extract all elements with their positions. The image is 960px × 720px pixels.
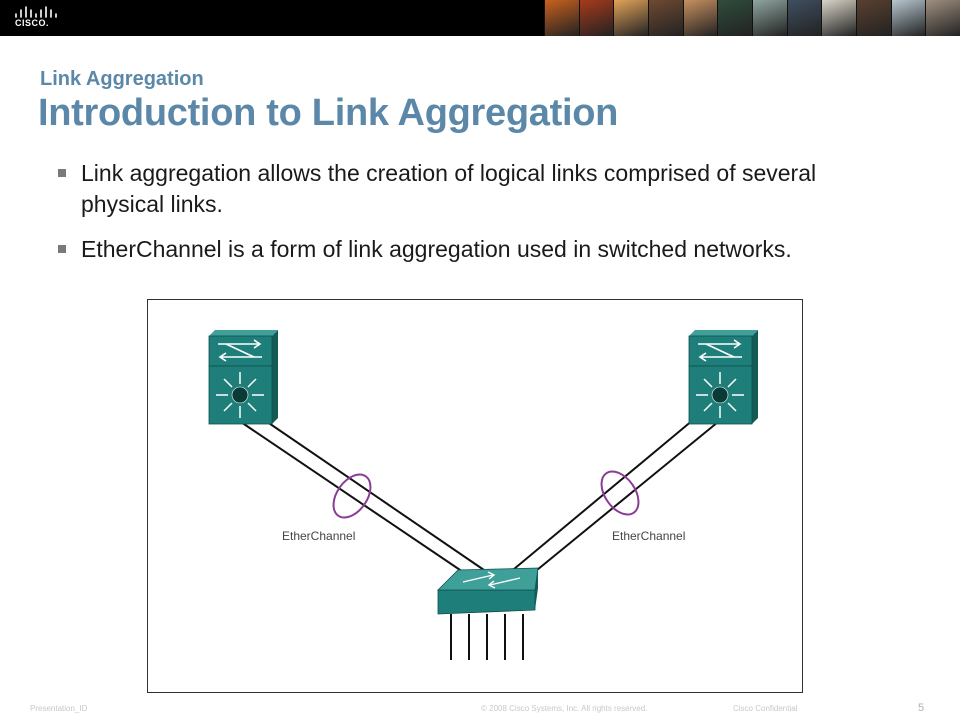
person-photo bbox=[925, 0, 960, 36]
bullet-item: EtherChannel is a form of link aggregati… bbox=[56, 234, 876, 265]
bullet-list: Link aggregation allows the creation of … bbox=[56, 158, 876, 279]
person-photo bbox=[890, 0, 926, 36]
bullet-text: EtherChannel is a form of link aggregati… bbox=[81, 236, 792, 262]
bullet-square-icon bbox=[58, 245, 66, 253]
top-banner: CISCO. bbox=[0, 0, 960, 36]
bullet-square-icon bbox=[58, 169, 66, 177]
person-photo bbox=[648, 0, 683, 36]
right-etherchannel-label: EtherChannel bbox=[612, 529, 686, 543]
bullet-text: Link aggregation allows the creation of … bbox=[81, 160, 817, 217]
slide-subtitle: Link Aggregation bbox=[40, 68, 204, 90]
page-number: 5 bbox=[918, 702, 925, 714]
cisco-logo-text: CISCO. bbox=[15, 18, 50, 28]
person-photo bbox=[752, 0, 787, 36]
person-photo bbox=[578, 0, 614, 36]
left-multilayer-switch-icon bbox=[208, 330, 278, 425]
footer-confidential: Cisco Confidential bbox=[733, 704, 798, 713]
footer-presentation-id: Presentation_ID bbox=[30, 704, 88, 713]
footer-copyright: © 2008 Cisco Systems, Inc. All rights re… bbox=[481, 704, 648, 713]
access-port-lines bbox=[450, 614, 524, 660]
cisco-bridge-icon bbox=[15, 6, 57, 18]
left-etherchannel-ring bbox=[332, 473, 372, 519]
person-photo bbox=[682, 0, 718, 36]
right-multilayer-switch-icon bbox=[688, 330, 758, 425]
person-photo bbox=[717, 0, 753, 36]
person-photo bbox=[856, 0, 891, 36]
person-photo bbox=[544, 0, 579, 36]
right-link-pair bbox=[507, 419, 719, 580]
center-access-switch-icon bbox=[437, 567, 539, 615]
etherchannel-diagram: EtherChannel EtherChannel bbox=[147, 299, 803, 693]
person-photo bbox=[821, 0, 857, 36]
right-etherchannel-ring bbox=[600, 470, 640, 516]
topology-svg bbox=[208, 330, 758, 660]
people-photo-strip bbox=[544, 0, 960, 36]
bullet-item: Link aggregation allows the creation of … bbox=[56, 158, 876, 220]
slide-title: Introduction to Link Aggregation bbox=[38, 92, 619, 134]
person-photo bbox=[613, 0, 649, 36]
left-link-pair bbox=[237, 416, 485, 575]
person-photo bbox=[786, 0, 822, 36]
left-etherchannel-label: EtherChannel bbox=[282, 529, 356, 543]
